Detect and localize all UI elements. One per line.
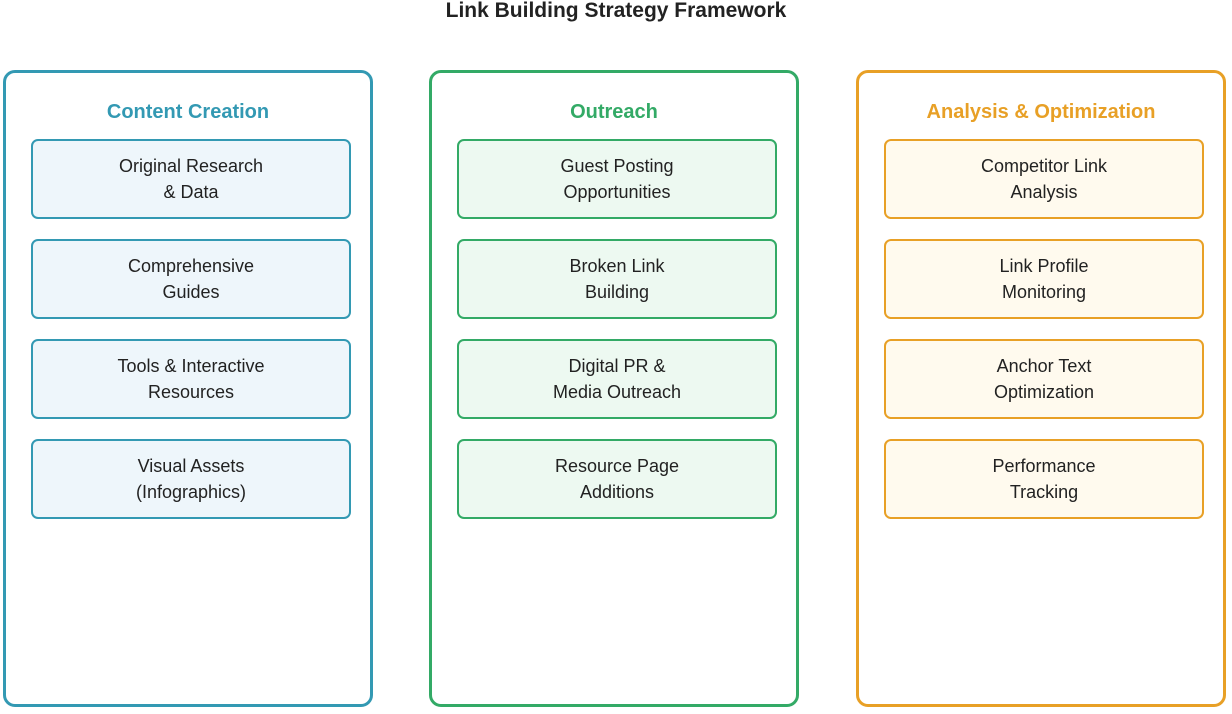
column-title: Outreach bbox=[570, 101, 658, 123]
card-tools-interactive-resources: Tools & Interactive Resources bbox=[31, 339, 351, 419]
card-label-line-1: Performance bbox=[992, 456, 1096, 476]
column-outreach: Outreach Guest Posting Opportunities Bro… bbox=[429, 70, 799, 707]
card-label-line-2: (Infographics) bbox=[135, 482, 247, 502]
card-label-line-2: Resources bbox=[147, 382, 235, 402]
card-label-line-2: Monitoring bbox=[1001, 282, 1087, 302]
card-label-line-1: Visual Assets bbox=[137, 456, 245, 476]
card-label-line-1: Competitor Link bbox=[980, 156, 1108, 176]
card-label-line-1: Anchor Text bbox=[996, 356, 1092, 376]
card-label-line-2: Guides bbox=[162, 282, 220, 302]
card-label-line-1: Guest Posting bbox=[560, 156, 674, 176]
card-resource-page-additions: Resource Page Additions bbox=[457, 439, 777, 519]
card-label-line-1: Link Profile bbox=[999, 256, 1089, 276]
card-label-line-1: Resource Page bbox=[554, 456, 680, 476]
card-label-line-1: Comprehensive bbox=[127, 256, 255, 276]
card-label-line-2: Tracking bbox=[1009, 482, 1079, 502]
column-content-creation: Content Creation Original Research & Dat… bbox=[3, 70, 373, 707]
card-competitor-link-analysis: Competitor Link Analysis bbox=[884, 139, 1204, 219]
card-original-research: Original Research & Data bbox=[31, 139, 351, 219]
card-broken-link-building: Broken Link Building bbox=[457, 239, 777, 319]
card-guest-posting: Guest Posting Opportunities bbox=[457, 139, 777, 219]
card-digital-pr: Digital PR & Media Outreach bbox=[457, 339, 777, 419]
card-label-line-2: Building bbox=[584, 282, 650, 302]
card-label-line-2: Optimization bbox=[993, 382, 1095, 402]
card-performance-tracking: Performance Tracking bbox=[884, 439, 1204, 519]
column-analysis-optimization: Analysis & Optimization Competitor Link … bbox=[856, 70, 1226, 707]
card-label-line-2: & Data bbox=[163, 182, 219, 202]
card-comprehensive-guides: Comprehensive Guides bbox=[31, 239, 351, 319]
card-visual-assets: Visual Assets (Infographics) bbox=[31, 439, 351, 519]
column-title: Content Creation bbox=[106, 101, 270, 123]
column-title: Analysis & Optimization bbox=[926, 101, 1156, 123]
diagram-title: Link Building Strategy Framework bbox=[445, 0, 787, 22]
card-label-line-1: Broken Link bbox=[569, 256, 665, 276]
card-label-line-1: Tools & Interactive bbox=[117, 356, 265, 376]
card-label-line-1: Original Research bbox=[118, 156, 264, 176]
card-label-line-2: Opportunities bbox=[563, 182, 671, 202]
card-label-line-2: Additions bbox=[579, 482, 655, 502]
card-label-line-2: Analysis bbox=[1010, 182, 1078, 202]
card-anchor-text-optimization: Anchor Text Optimization bbox=[884, 339, 1204, 419]
card-link-profile-monitoring: Link Profile Monitoring bbox=[884, 239, 1204, 319]
card-label-line-1: Digital PR & bbox=[568, 356, 666, 376]
card-label-line-2: Media Outreach bbox=[552, 382, 682, 402]
